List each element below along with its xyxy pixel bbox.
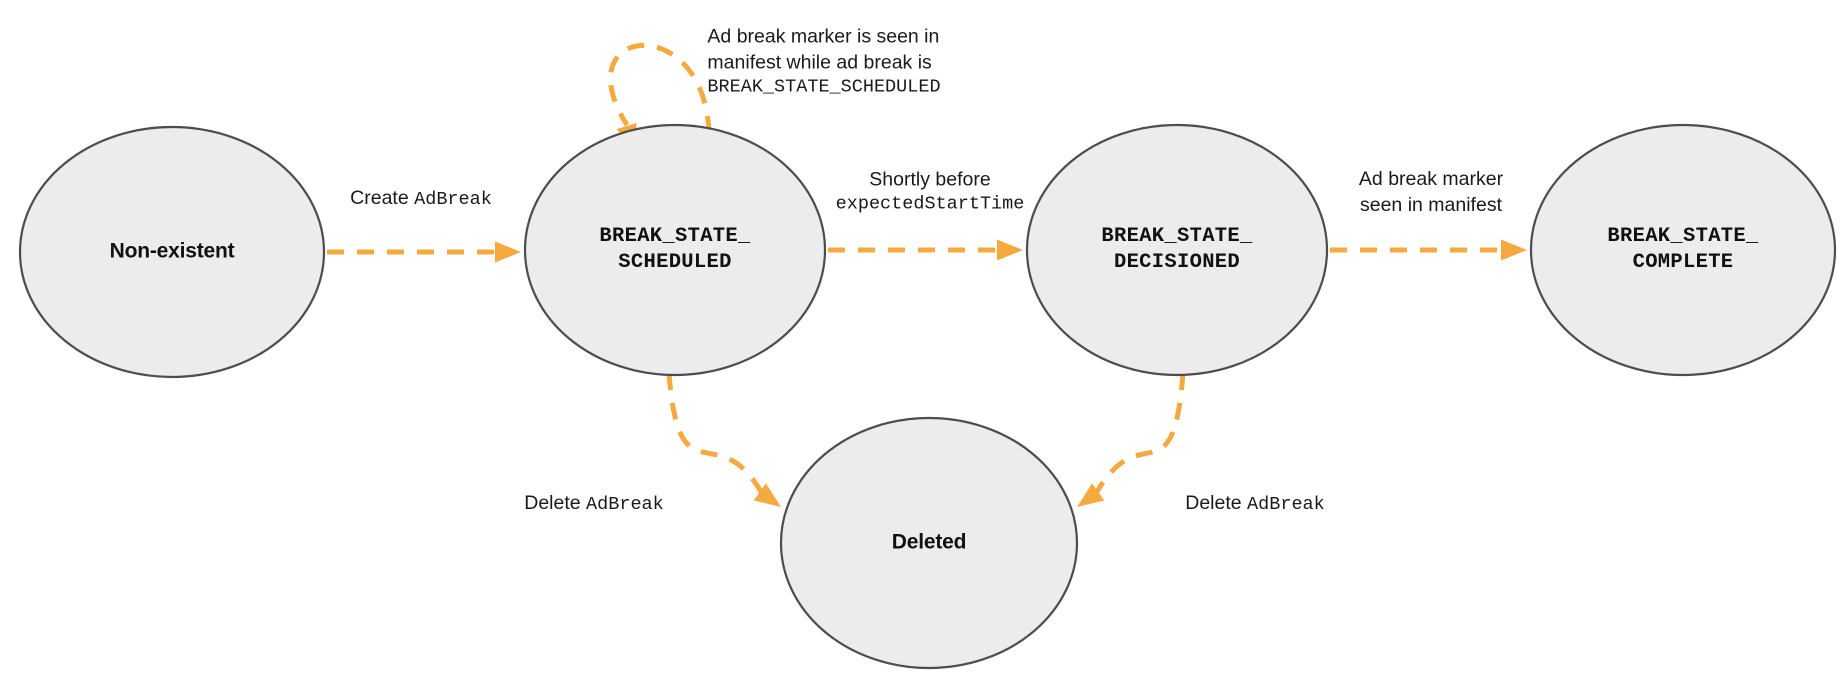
- edge-decisioned-to-complete-arrowhead: [1501, 239, 1527, 261]
- edge-scheduled-self-loop: [608, 42, 712, 134]
- edge-create-adbreak-arrowhead: [495, 241, 521, 263]
- edge-decisioned-to-deleted-arrowhead: [1077, 483, 1105, 507]
- node-break-state-scheduled[interactable]: [523, 123, 827, 377]
- edge-decisioned-to-deleted: [1092, 372, 1186, 497]
- node-deleted[interactable]: [779, 416, 1079, 670]
- node-break-state-complete[interactable]: [1529, 123, 1837, 377]
- edge-scheduled-to-decisioned-arrowhead: [997, 239, 1023, 261]
- node-break-state-decisioned[interactable]: [1025, 123, 1329, 377]
- nodes-layer: [18, 123, 1837, 670]
- node-non-existent[interactable]: [18, 125, 326, 379]
- edge-scheduled-to-deleted-arrowhead: [753, 483, 781, 507]
- edge-scheduled-to-deleted: [666, 372, 766, 497]
